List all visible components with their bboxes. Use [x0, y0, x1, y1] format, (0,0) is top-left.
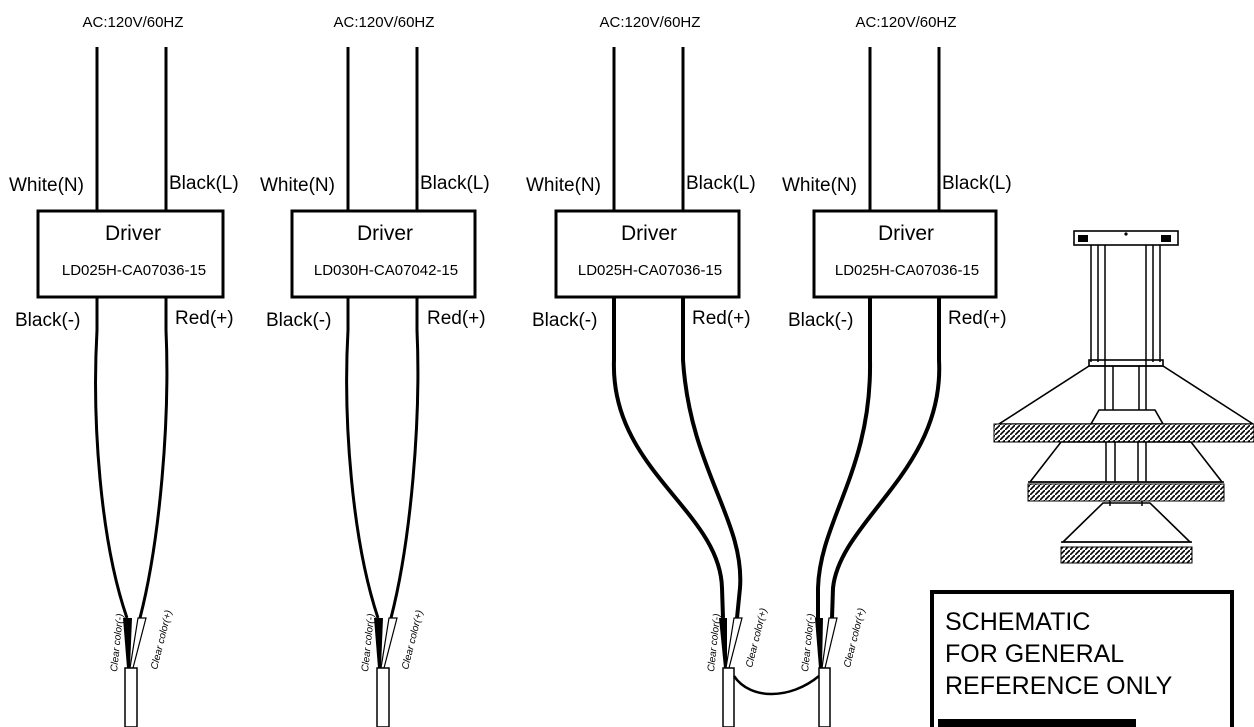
driver-title: Driver [621, 222, 677, 245]
clear-pos-label: Clear color(+) [842, 607, 867, 669]
ac-input-label: AC:120V/60HZ [83, 14, 184, 31]
note-bottom-bar [938, 719, 1136, 727]
white-n-label: White(N) [526, 175, 601, 196]
positive-lead [681, 297, 743, 619]
clear-pos-label: Clear color(+) [149, 609, 174, 671]
positive-lead-sleeve [725, 617, 743, 669]
driver-title: Driver [105, 222, 161, 245]
positive-lead-sleeve [821, 617, 838, 669]
driver-box [36, 209, 225, 299]
clear-pos-label: Clear color(+) [744, 607, 769, 669]
negative-lead [816, 297, 873, 618]
positive-lead-sleeve [129, 617, 147, 669]
white-n-label: White(N) [782, 175, 857, 196]
white-n-label: White(N) [260, 175, 335, 196]
negative-lead [611, 297, 725, 619]
driver-model: LD025H-CA07036-15 [62, 262, 206, 279]
black-l-label: Black(L) [420, 173, 490, 194]
driver-model: LD025H-CA07036-15 [578, 262, 722, 279]
driver-box [290, 209, 477, 299]
black-neg-label: Black(-) [532, 310, 597, 331]
driver-model: LD025H-CA07036-15 [835, 262, 979, 279]
negative-lead [94, 297, 129, 619]
driver-box [812, 209, 998, 299]
driver-model: LD030H-CA07042-15 [314, 262, 458, 279]
clear-neg-label: Clear color(-) [706, 613, 723, 672]
red-pos-label: Red(+) [175, 308, 234, 329]
positive-lead-sleeve [380, 617, 398, 669]
wire-connector [722, 667, 735, 727]
negative-lead-sleeve [374, 618, 383, 668]
negative-lead-sleeve [719, 618, 727, 668]
note-line-3: REFERENCE ONLY [945, 672, 1173, 700]
clear-neg-label: Clear color(-) [109, 613, 126, 672]
driver-unit-1: AC:120V/60HZ White(N) Black(L) Driver LD… [9, 14, 239, 727]
driver-title: Driver [357, 222, 413, 245]
negative-lead-sleeve [123, 618, 132, 668]
positive-lead [830, 297, 942, 619]
clear-neg-label: Clear color(-) [360, 613, 377, 672]
reference-note: SCHEMATIC FOR GENERAL REFERENCE ONLY [930, 590, 1234, 727]
black-neg-label: Black(-) [788, 310, 853, 331]
driver-unit-4: AC:120V/60HZ White(N) Black(L) Driver LD… [782, 14, 1012, 727]
negative-lead [345, 297, 380, 619]
driver-unit-3: AC:120V/60HZ White(N) Black(L) Driver LD… [526, 14, 770, 727]
ac-input-label: AC:120V/60HZ [856, 14, 957, 31]
white-n-label: White(N) [9, 175, 84, 196]
clear-pos-label: Clear color(+) [400, 609, 425, 671]
positive-lead [389, 297, 420, 619]
wire-connector [818, 667, 831, 727]
note-line-2: FOR GENERAL [945, 640, 1124, 668]
ac-input-label: AC:120V/60HZ [334, 14, 435, 31]
wire-connector [376, 667, 390, 727]
ac-input-label: AC:120V/60HZ [600, 14, 701, 31]
three-tier-pendant-light-icon [993, 230, 1254, 564]
negative-lead-sleeve [815, 618, 823, 668]
black-l-label: Black(L) [686, 173, 756, 194]
wire-connector [124, 667, 138, 727]
black-l-label: Black(L) [169, 173, 239, 194]
red-pos-label: Red(+) [427, 308, 486, 329]
black-l-label: Black(L) [942, 173, 1012, 194]
red-pos-label: Red(+) [692, 308, 751, 329]
driver-title: Driver [878, 222, 934, 245]
red-pos-label: Red(+) [948, 308, 1007, 329]
driver-unit-2: AC:120V/60HZ White(N) Black(L) Driver LD… [260, 14, 490, 727]
clear-neg-label: Clear color(-) [800, 613, 817, 672]
black-neg-label: Black(-) [15, 310, 80, 331]
positive-lead [138, 297, 169, 619]
black-neg-label: Black(-) [266, 310, 331, 331]
connector-jumper-wire [732, 675, 820, 696]
note-line-1: SCHEMATIC [945, 608, 1090, 636]
driver-box [554, 209, 741, 299]
